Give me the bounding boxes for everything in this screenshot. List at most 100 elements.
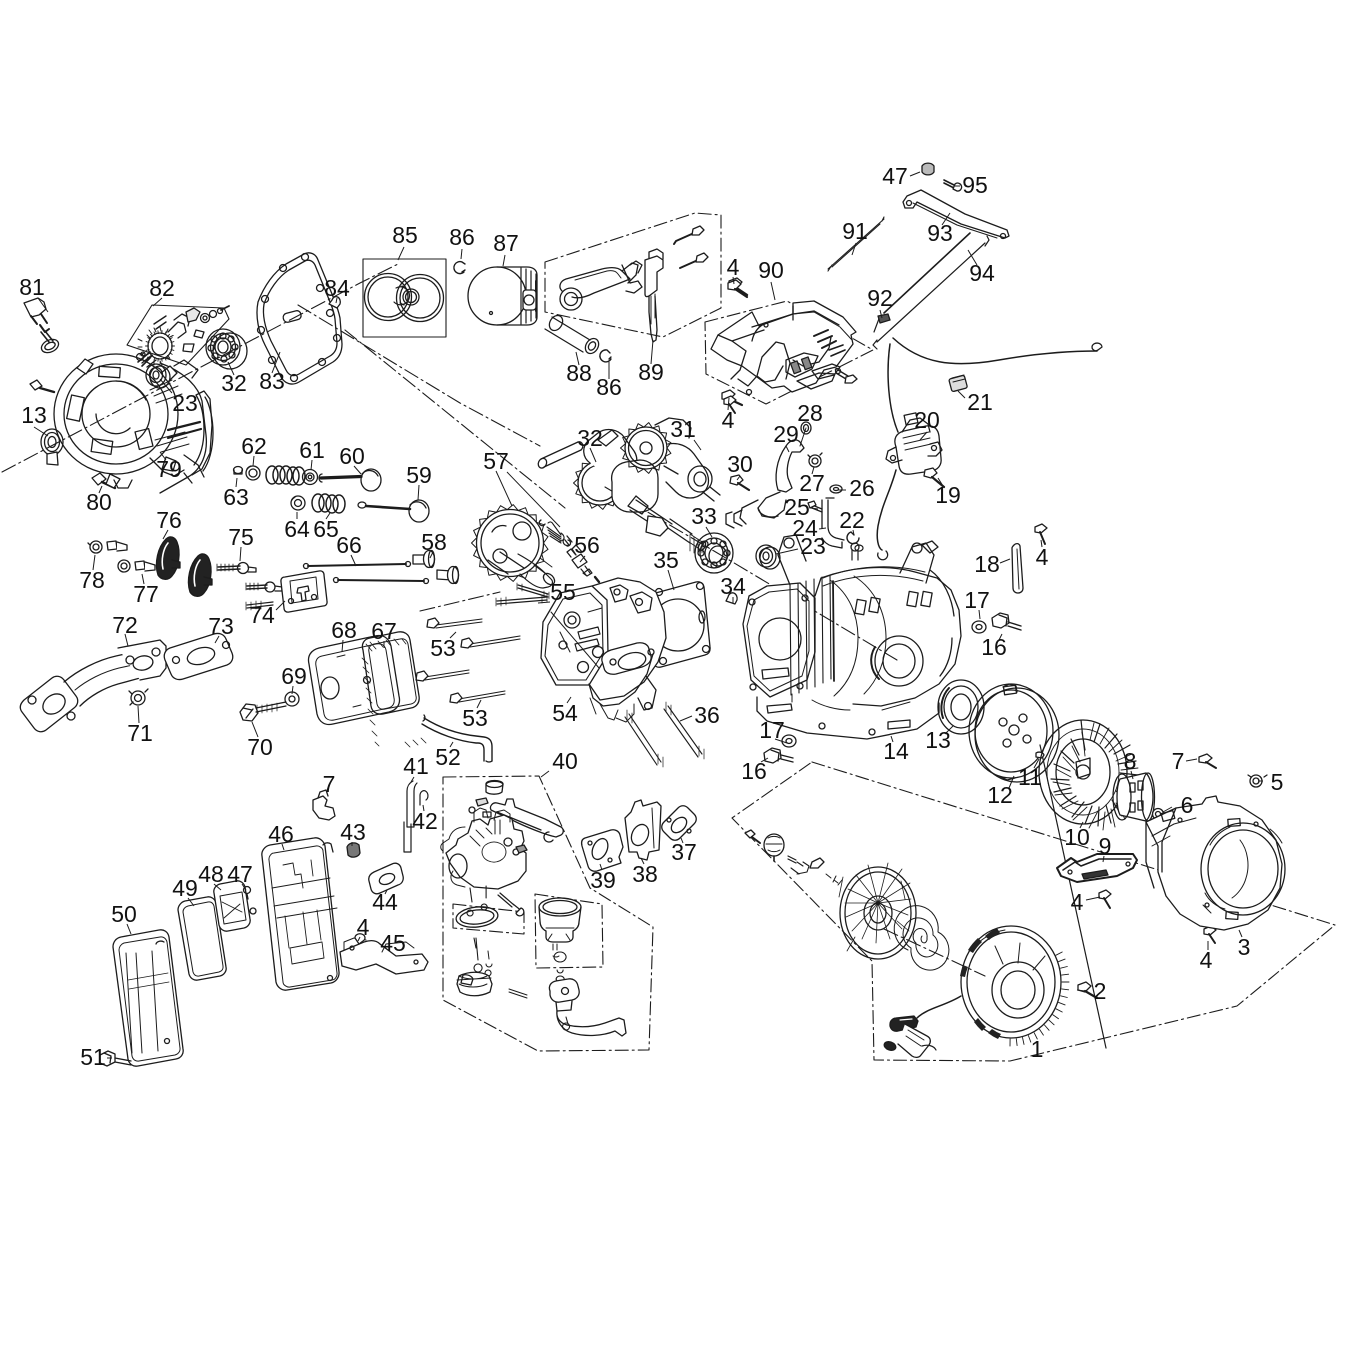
svg-text:41: 41: [403, 753, 429, 779]
svg-text:53: 53: [430, 635, 456, 661]
svg-text:55: 55: [550, 579, 576, 605]
svg-text:17: 17: [759, 717, 785, 743]
svg-text:64: 64: [284, 516, 310, 542]
svg-text:54: 54: [552, 700, 578, 726]
svg-text:85: 85: [392, 222, 418, 248]
svg-text:7: 7: [323, 771, 336, 797]
svg-text:38: 38: [632, 861, 658, 887]
svg-text:78: 78: [79, 567, 105, 593]
svg-text:67: 67: [371, 618, 397, 644]
svg-text:37: 37: [671, 839, 697, 865]
svg-text:26: 26: [849, 475, 875, 501]
svg-text:4: 4: [1036, 544, 1049, 570]
svg-text:7: 7: [1172, 748, 1185, 774]
svg-text:75: 75: [228, 524, 254, 550]
svg-text:56: 56: [574, 532, 600, 558]
svg-text:16: 16: [981, 634, 1007, 660]
svg-text:45: 45: [380, 930, 406, 956]
svg-text:65: 65: [313, 516, 339, 542]
svg-text:23: 23: [172, 390, 198, 416]
svg-text:58: 58: [421, 529, 447, 555]
svg-text:70: 70: [247, 734, 273, 760]
svg-text:57: 57: [483, 448, 509, 474]
svg-text:14: 14: [883, 738, 909, 764]
svg-text:36: 36: [694, 702, 720, 728]
svg-text:27: 27: [799, 470, 825, 496]
svg-text:66: 66: [336, 532, 362, 558]
svg-text:77: 77: [133, 581, 159, 607]
svg-text:4: 4: [1071, 889, 1084, 915]
svg-text:4: 4: [1200, 947, 1213, 973]
svg-text:24: 24: [792, 515, 818, 541]
svg-text:89: 89: [638, 359, 664, 385]
svg-text:80: 80: [86, 489, 112, 515]
svg-text:47: 47: [227, 861, 253, 887]
svg-text:11: 11: [1018, 764, 1042, 790]
svg-text:12: 12: [987, 782, 1013, 808]
svg-text:95: 95: [962, 172, 988, 198]
svg-text:4: 4: [722, 407, 735, 433]
svg-text:4: 4: [727, 254, 740, 280]
svg-text:28: 28: [797, 400, 823, 426]
svg-text:25: 25: [784, 494, 810, 520]
svg-text:63: 63: [223, 484, 249, 510]
svg-text:90: 90: [758, 257, 784, 283]
svg-text:68: 68: [331, 617, 357, 643]
svg-text:59: 59: [406, 462, 432, 488]
svg-text:91: 91: [842, 218, 868, 244]
svg-text:13: 13: [21, 402, 47, 428]
svg-text:43: 43: [340, 819, 366, 845]
svg-text:16: 16: [741, 758, 767, 784]
svg-text:42: 42: [412, 808, 438, 834]
svg-text:22: 22: [839, 507, 865, 533]
svg-text:31: 31: [670, 416, 696, 442]
svg-text:10: 10: [1064, 824, 1090, 850]
svg-text:84: 84: [324, 275, 350, 301]
svg-text:71: 71: [127, 720, 153, 746]
svg-text:19: 19: [935, 482, 961, 508]
svg-text:6: 6: [1181, 792, 1194, 818]
svg-text:92: 92: [867, 285, 893, 311]
svg-text:74: 74: [249, 602, 275, 628]
svg-text:73: 73: [208, 613, 234, 639]
svg-text:62: 62: [241, 433, 267, 459]
svg-text:40: 40: [552, 748, 578, 774]
svg-text:60: 60: [339, 443, 365, 469]
svg-text:9: 9: [1099, 833, 1112, 859]
svg-text:46: 46: [268, 821, 294, 847]
svg-text:87: 87: [493, 230, 519, 256]
svg-text:81: 81: [19, 274, 45, 300]
svg-text:44: 44: [372, 889, 398, 915]
svg-text:32: 32: [577, 425, 603, 451]
svg-text:79: 79: [156, 456, 182, 482]
svg-text:61: 61: [299, 437, 325, 463]
svg-text:29: 29: [773, 421, 799, 447]
svg-text:34: 34: [720, 573, 746, 599]
svg-text:94: 94: [969, 260, 995, 286]
svg-text:5: 5: [1271, 769, 1284, 795]
svg-text:13: 13: [925, 727, 951, 753]
svg-text:21: 21: [967, 389, 993, 415]
svg-text:47: 47: [882, 163, 908, 189]
svg-text:30: 30: [727, 451, 753, 477]
svg-text:86: 86: [596, 374, 622, 400]
svg-text:1: 1: [1031, 1036, 1044, 1062]
svg-text:8: 8: [1124, 748, 1137, 774]
svg-text:82: 82: [149, 275, 175, 301]
svg-text:86: 86: [449, 224, 475, 250]
svg-text:33: 33: [691, 503, 717, 529]
svg-text:39: 39: [590, 867, 616, 893]
svg-text:69: 69: [281, 663, 307, 689]
svg-text:48: 48: [198, 861, 224, 887]
svg-text:52: 52: [435, 744, 461, 770]
svg-text:88: 88: [566, 360, 592, 386]
svg-text:32: 32: [221, 370, 247, 396]
svg-text:72: 72: [112, 612, 138, 638]
svg-text:51: 51: [80, 1044, 106, 1070]
svg-text:17: 17: [964, 587, 990, 613]
svg-text:93: 93: [927, 220, 953, 246]
svg-text:49: 49: [172, 875, 198, 901]
svg-text:23: 23: [800, 533, 826, 559]
svg-text:20: 20: [914, 407, 940, 433]
svg-text:18: 18: [974, 551, 1000, 577]
